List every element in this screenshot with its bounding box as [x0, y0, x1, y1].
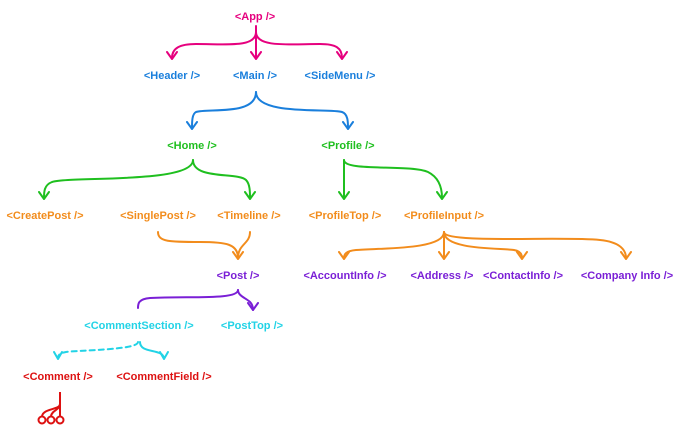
edge-profileinput-companyinfo: [443, 231, 627, 259]
arrowhead: [338, 251, 350, 260]
arrowhead: [336, 51, 348, 60]
edge-post-commentsection: [137, 289, 239, 309]
arrowhead: [620, 251, 632, 260]
edge-singlepost-post: [157, 231, 239, 259]
arrowhead: [338, 191, 350, 200]
edge-main-home: [191, 91, 257, 129]
arrowhead: [232, 251, 244, 260]
edge-profileinput-accountinfo: [343, 231, 445, 259]
node-comment[interactable]: <Comment />: [23, 371, 93, 383]
node-profiletop[interactable]: <ProfileTop />: [309, 210, 382, 222]
arrowhead: [250, 51, 262, 60]
arrowhead: [159, 351, 169, 360]
node-main[interactable]: <Main />: [233, 70, 277, 82]
edge-timeline-post: [237, 231, 251, 259]
node-createpost[interactable]: <CreatePost />: [6, 210, 83, 222]
node-commentfield[interactable]: <CommentField />: [116, 371, 211, 383]
arrowhead: [53, 351, 63, 360]
node-profile[interactable]: <Profile />: [321, 140, 374, 152]
arrowhead: [438, 251, 450, 260]
node-commentsection[interactable]: <CommentSection />: [84, 320, 193, 332]
edge-profile-profileinput: [343, 159, 443, 199]
node-contactinfo[interactable]: <ContactInfo />: [483, 270, 563, 282]
edge-main-profile: [255, 91, 349, 129]
node-posttop[interactable]: <PostTop />: [221, 320, 283, 332]
edge-home-timeline: [192, 159, 251, 199]
node-companyinfo[interactable]: <Company Info />: [581, 270, 673, 282]
edge-app-sidemenu: [255, 31, 343, 59]
arrowhead: [38, 191, 50, 200]
node-post[interactable]: <Post />: [217, 270, 260, 282]
edge-post-posttop: [237, 289, 254, 311]
arrowhead: [247, 302, 259, 311]
arrowhead: [166, 51, 178, 60]
arrowhead: [244, 191, 256, 200]
edge-home-createpost: [43, 159, 194, 199]
arrowhead: [436, 191, 448, 200]
edge-app-header: [171, 31, 257, 59]
edge-profileinput-contactinfo: [443, 231, 523, 259]
edge-commentsection-comment: [57, 341, 139, 359]
arrowhead: [186, 121, 198, 130]
edges: [38, 25, 632, 360]
node-profileinput[interactable]: <ProfileInput />: [404, 210, 484, 222]
nodes: <App /> <Header /> <Main /> <SideMenu />…: [6, 11, 673, 383]
node-header[interactable]: <Header />: [144, 70, 200, 82]
arrowhead: [342, 121, 354, 130]
node-singlepost[interactable]: <SinglePost />: [120, 210, 196, 222]
node-sidemenu[interactable]: <SideMenu />: [305, 70, 376, 82]
node-app[interactable]: <App />: [235, 11, 275, 23]
edge-commentsection-commentfield: [139, 341, 165, 359]
node-home[interactable]: <Home />: [167, 140, 217, 152]
node-address[interactable]: <Address />: [411, 270, 474, 282]
node-accountinfo[interactable]: <AccountInfo />: [303, 270, 386, 282]
arrowhead: [516, 251, 528, 260]
recursive-comment-icon: [37, 392, 65, 425]
node-timeline[interactable]: <Timeline />: [217, 210, 280, 222]
